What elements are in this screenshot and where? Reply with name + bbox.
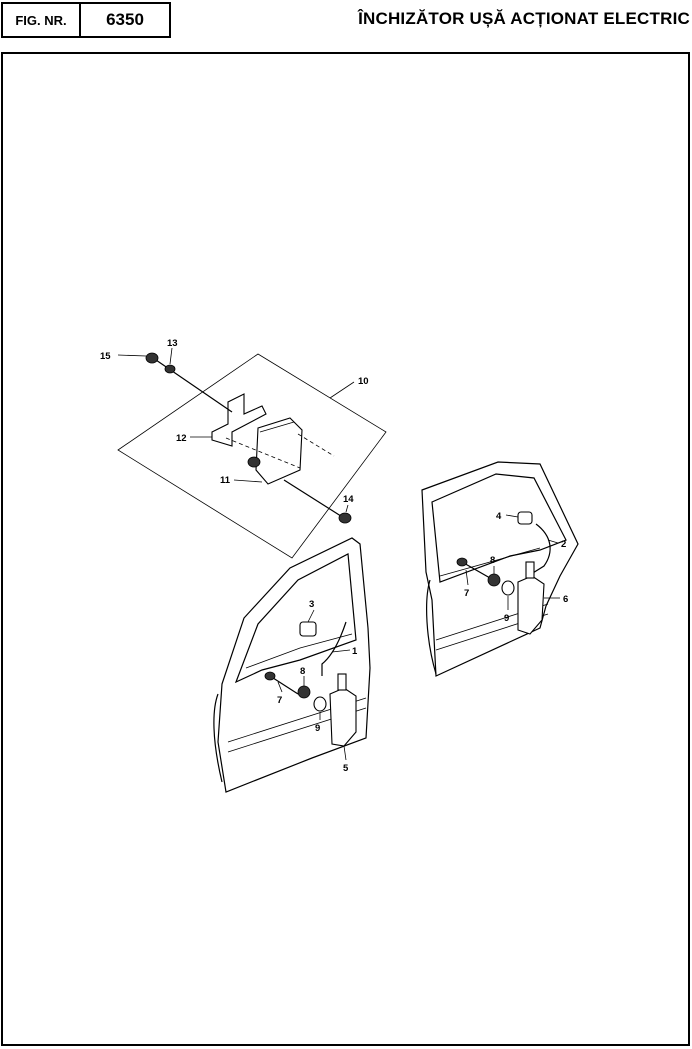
diagram-frame (1, 52, 690, 1046)
callout-3: 3 (309, 599, 314, 610)
callout-15: 15 (100, 351, 111, 362)
callout-9-rear: 9 (504, 613, 509, 624)
callout-10: 10 (358, 376, 369, 387)
callout-1: 1 (352, 646, 358, 657)
callout-7-front: 7 (277, 695, 282, 706)
callout-13: 13 (167, 338, 178, 349)
callout-8-rear: 8 (490, 555, 495, 566)
page-title: ÎNCHIZĂTOR UȘĂ ACȚIONAT ELECTRIC (358, 9, 690, 28)
callout-12: 12 (176, 433, 187, 444)
callout-6: 6 (563, 594, 568, 605)
callout-9-front: 9 (315, 723, 320, 734)
callout-2: 2 (561, 539, 566, 550)
callout-8-front: 8 (300, 666, 305, 677)
rear-door (421, 461, 579, 677)
callout-4: 4 (496, 511, 502, 522)
figure-label: FIG. NR. (3, 4, 81, 36)
callout-11: 11 (220, 475, 231, 486)
callout-5: 5 (343, 763, 349, 774)
figure-number-box: FIG. NR. 6350 (1, 2, 171, 38)
front-door (213, 537, 371, 793)
callout-7-rear: 7 (464, 588, 469, 599)
control-unit-panel (117, 352, 387, 559)
leader-lines (117, 347, 560, 761)
callout-14: 14 (343, 494, 354, 505)
figure-number: 6350 (106, 10, 144, 29)
